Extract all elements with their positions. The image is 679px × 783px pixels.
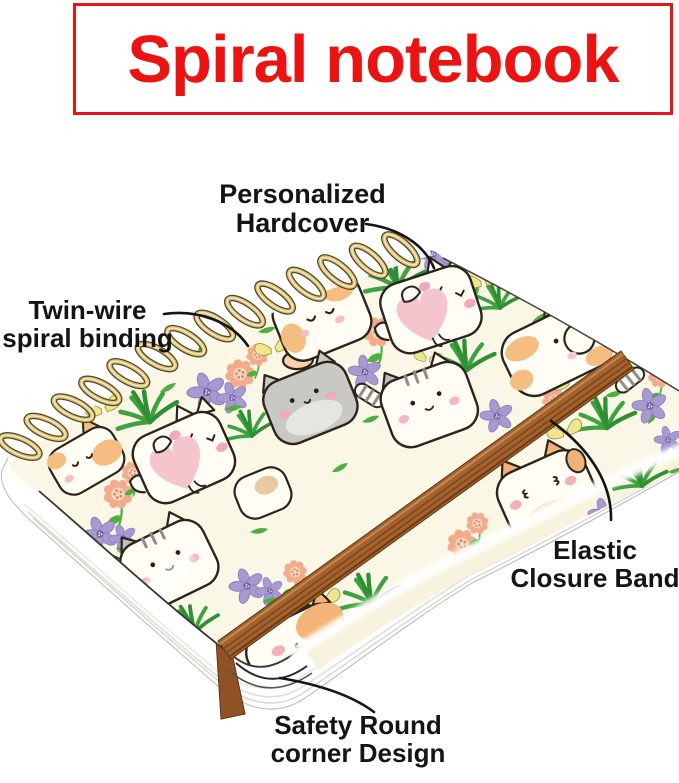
page-corner-lines: [227, 662, 313, 689]
rolled-edge-highlight: [289, 443, 679, 658]
label-safety-round-corner: Safety Round corner Design: [250, 710, 466, 768]
label-line: Elastic: [553, 535, 637, 565]
label-line: Hardcover: [235, 207, 370, 238]
label-line: Twin-wire: [28, 295, 147, 325]
front-cover: [7, 250, 679, 668]
label-line: corner Design: [270, 737, 446, 768]
label-elastic-closure-band: Elastic Closure Band: [505, 535, 679, 593]
title-banner: Spiral notebook: [73, 3, 673, 115]
callout-line-personalized: [364, 222, 436, 270]
label-line: Closure Band: [510, 562, 679, 593]
label-line: Personalized: [219, 179, 386, 209]
callout-line-twin-wire: [162, 311, 250, 348]
label-personalized-hardcover: Personalized Hardcover: [175, 180, 430, 238]
cover-edge-line: [38, 490, 298, 668]
label-line: spiral binding: [2, 322, 173, 353]
callout-line-safety: [278, 676, 376, 714]
callout-line-elastic: [549, 419, 613, 522]
fore-edge-line: [442, 257, 679, 392]
elastic-band: [217, 350, 635, 660]
page-title: Spiral notebook: [127, 21, 619, 97]
label-twin-wire-spiral-binding: Twin-wire spiral binding: [0, 295, 175, 353]
back-cover-strip: [305, 447, 679, 670]
label-line: Safety Round: [274, 710, 442, 740]
